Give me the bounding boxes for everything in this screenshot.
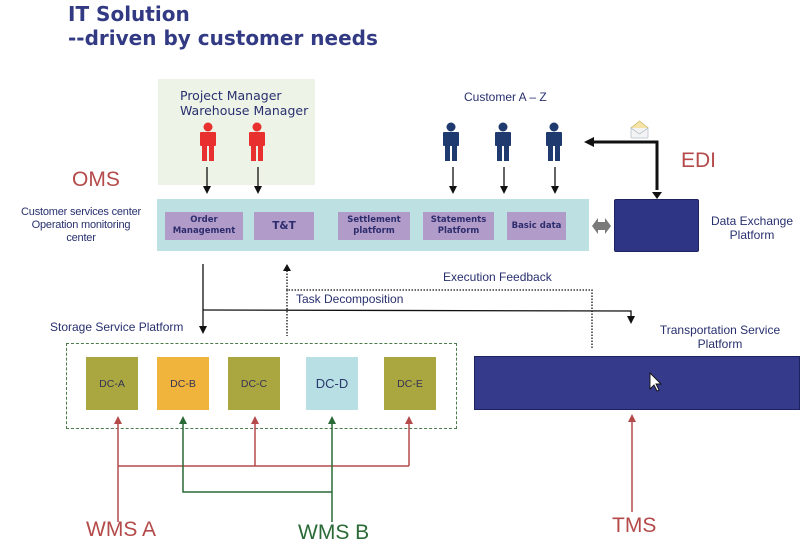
- module-label: Basic data: [511, 220, 562, 231]
- dc-d[interactable]: DC-D: [306, 357, 358, 410]
- data-exchange-platform-box[interactable]: [614, 199, 699, 252]
- wms-b-label: WMS B: [298, 521, 370, 544]
- tms-label: TMS: [612, 514, 657, 537]
- oms-label: OMS: [72, 168, 120, 191]
- managers-panel: [158, 79, 315, 185]
- bidirectional-arrow-icon: [592, 218, 611, 234]
- csc-line-3: center: [66, 232, 96, 244]
- dc-c[interactable]: DC-C: [228, 357, 280, 410]
- dc-b[interactable]: DC-B: [157, 357, 209, 410]
- tsp-line-1: Transportation Service: [659, 323, 781, 337]
- title-line-2: --driven by customer needs: [68, 26, 378, 50]
- module-label: T&T: [272, 219, 296, 232]
- module-label: Order: [190, 215, 218, 225]
- dep-line-2: Platform: [729, 228, 775, 242]
- edi-label: EDI: [681, 149, 717, 172]
- warehouse-manager-label: Warehouse Manager: [180, 103, 309, 118]
- wms-a-label: WMS A: [86, 518, 157, 541]
- edi-connector: [592, 140, 659, 190]
- module-tt[interactable]: T&T: [254, 212, 314, 240]
- csc-line-1: Customer services center: [21, 206, 141, 218]
- arrow-up: [283, 264, 291, 271]
- customer-person-icon: [443, 122, 459, 161]
- module-label: Settlement: [347, 215, 401, 225]
- title-line-1: IT Solution: [68, 2, 190, 26]
- transportation-service-platform-box[interactable]: [474, 356, 800, 410]
- module-basic-data[interactable]: Basic data: [507, 212, 566, 240]
- envelope-icon: [630, 120, 649, 139]
- dc-e[interactable]: DC-E: [384, 357, 436, 410]
- customer-person-icon: [495, 122, 511, 161]
- managers-label: Project Manager Warehouse Manager: [180, 88, 308, 118]
- execution-feedback-label: Execution Feedback: [443, 270, 552, 284]
- module-label: Statements: [430, 215, 487, 225]
- dc-a[interactable]: DC-A: [86, 357, 138, 410]
- tsp-line-2: Platform: [697, 337, 743, 351]
- wms-a-connectors: [114, 416, 413, 522]
- customer-person-icon: [546, 122, 562, 161]
- task-decomposition-label: Task Decomposition: [296, 292, 404, 306]
- module-label: platform: [353, 226, 395, 236]
- module-label: Management: [172, 226, 236, 236]
- arrow-left: [584, 137, 594, 147]
- project-manager-label: Project Manager: [180, 88, 282, 103]
- dep-line-1: Data Exchange: [710, 214, 794, 228]
- customers-label: Customer A – Z: [464, 90, 547, 104]
- csc-line-2: Operation monitoring: [31, 219, 131, 231]
- task-decomposition-connector: [199, 264, 635, 334]
- arrow-down: [652, 192, 662, 199]
- module-label: Platform: [437, 226, 480, 236]
- storage-service-platform-label: Storage Service Platform: [50, 320, 184, 334]
- transportation-service-platform-label: Transportation Service Platform: [640, 323, 800, 351]
- wms-b-connectors: [179, 416, 336, 522]
- customer-services-label: Customer services center Operation monit…: [2, 206, 160, 245]
- data-exchange-platform-label: Data Exchange Platform: [704, 214, 800, 242]
